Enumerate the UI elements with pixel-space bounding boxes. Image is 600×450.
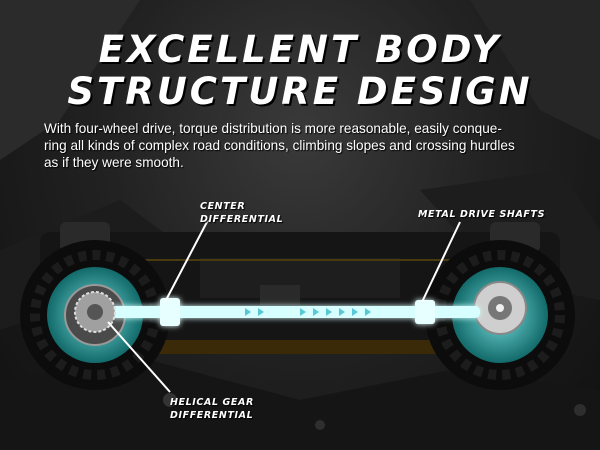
description: With four-wheel drive, torque distributi… (44, 120, 564, 171)
callout-shafts-line-1: METAL DRIVE SHAFTS (418, 209, 546, 220)
headline-line-1: EXCELLENT BODY (98, 28, 502, 71)
shaft-chevrons (245, 308, 371, 316)
callout-center-line-1: CENTER (200, 201, 246, 212)
description-line-1: With four-wheel drive, torque distributi… (44, 121, 502, 136)
drive-shaft (110, 298, 480, 326)
headline-line-2: STRUCTURE DESIGN (67, 70, 533, 113)
description-line-3: as if they were smooth. (44, 155, 184, 170)
callout-center-differential: CENTER DIFFERENTIAL (200, 200, 283, 226)
callout-helical-line-1: HELICAL GEAR (170, 397, 254, 408)
callout-center-line-2: DIFFERENTIAL (200, 214, 284, 225)
description-line-2: ring all kinds of complex road condition… (44, 138, 515, 153)
callout-lines (107, 219, 461, 393)
callout-metal-drive-shafts: METAL DRIVE SHAFTS (418, 208, 545, 221)
callout-helical-gear-differential: HELICAL GEAR DIFFERENTIAL (170, 396, 254, 422)
callout-helical-line-2: DIFFERENTIAL (170, 410, 254, 421)
helical-gear-differential (74, 291, 116, 333)
